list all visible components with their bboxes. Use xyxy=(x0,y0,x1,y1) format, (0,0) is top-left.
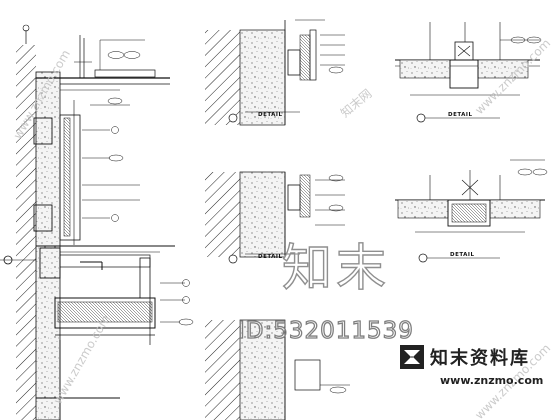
watermark-big-text: 知末 xyxy=(282,239,390,297)
wall-section-left xyxy=(0,24,175,420)
left-callouts xyxy=(82,39,194,326)
detail-right-top: DETAIL xyxy=(395,22,542,123)
detail-middle-center: DETAIL xyxy=(205,171,345,264)
detail-middle-bottom xyxy=(205,319,350,420)
brand-corner: 知末资料库 www.znzmo.com xyxy=(400,345,543,387)
brand-url: www.znzmo.com xyxy=(440,374,543,387)
detail-title: DETAIL xyxy=(258,112,282,118)
detail-title: DETAIL xyxy=(448,112,472,118)
detail-title: DETAIL xyxy=(258,254,282,260)
brand-name: 知末资料库 xyxy=(430,347,530,369)
watermark-id: ID:532011539 xyxy=(238,318,414,344)
brand-logo-icon xyxy=(400,345,424,369)
diagonal-brand-watermark: 知末网 xyxy=(338,86,375,120)
detail-middle-top: DETAIL xyxy=(205,19,345,126)
detail-title: DETAIL xyxy=(450,252,474,258)
center-watermark: 知末 ID:532011539 xyxy=(237,238,414,344)
detail-right-center: DETAIL xyxy=(395,159,548,263)
